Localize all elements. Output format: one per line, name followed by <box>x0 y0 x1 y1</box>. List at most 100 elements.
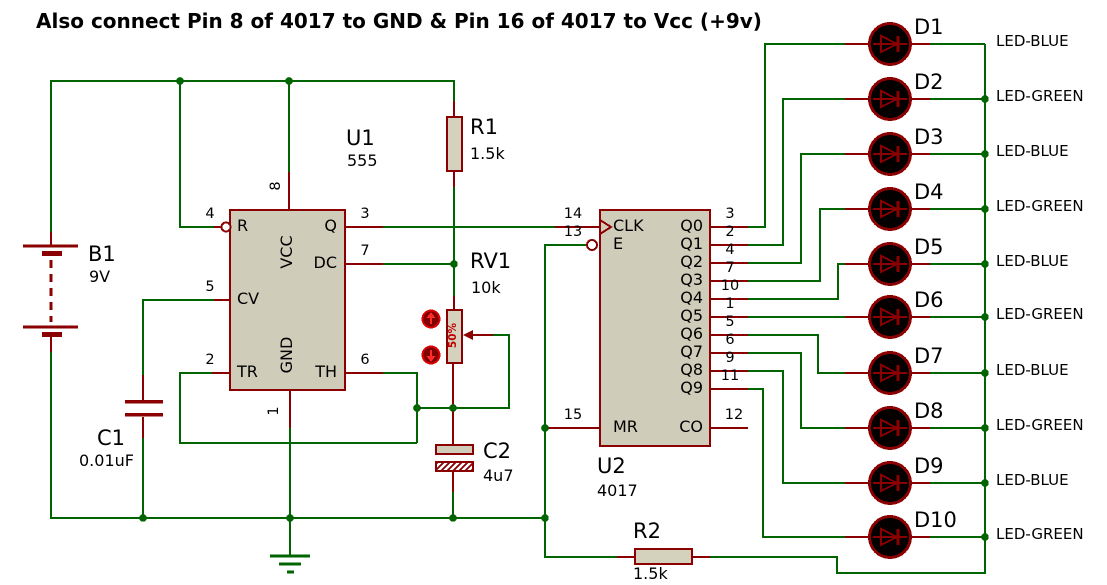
u2-pin-name-q1: Q1 <box>680 234 703 253</box>
u2-pin-number-q2: 4 <box>725 242 735 258</box>
ic-u1-body <box>228 208 347 392</box>
component-value-r2: 1.5k <box>633 564 668 583</box>
u1-pin-number-3: 3 <box>360 206 370 222</box>
u2-pin-name-mr: MR <box>613 417 638 436</box>
led-ref-d1: D1 <box>914 15 944 39</box>
component-value-rv1: 10k <box>471 278 501 297</box>
u2-pin-name-co: CO <box>679 417 703 436</box>
led-type-label-d9: LED-BLUE <box>996 471 1069 489</box>
u1-pin-name-r: R <box>237 216 249 235</box>
led-ref-d7: D7 <box>914 344 944 368</box>
u2-pin-number-q5: 1 <box>725 296 735 312</box>
led-d6-icon <box>868 295 912 339</box>
u1-pin-name-cv: CV <box>237 289 260 308</box>
pot-decrease-button[interactable] <box>421 345 441 365</box>
ground-icon <box>270 554 310 574</box>
led-d4-icon <box>868 187 912 231</box>
led-ref-d3: D3 <box>914 125 944 149</box>
pot-increase-button[interactable] <box>421 309 441 329</box>
u1-pin-number-7: 7 <box>360 243 370 259</box>
resistor-r2-body <box>634 548 693 565</box>
component-value-b1: 9V <box>89 267 111 286</box>
component-value-r1: 1.5k <box>470 144 505 163</box>
component-ref-r2: R2 <box>633 519 661 543</box>
u2-pin-name-clk: CLK <box>613 216 644 235</box>
u2-pin-number-q9: 11 <box>720 368 740 384</box>
u1-pin-name-vcc: VCC <box>277 235 296 269</box>
component-ref-b1: B1 <box>88 242 116 266</box>
u2-pin-number-15: 15 <box>563 407 583 423</box>
u2-pin-name-q8: Q8 <box>680 360 703 379</box>
u2-pin-number-q4: 10 <box>720 278 740 294</box>
u1-pin-name-gnd: GND <box>277 336 296 374</box>
resistor-r1-body <box>446 116 463 172</box>
u1-pin-number-2: 2 <box>205 352 215 368</box>
u2-pin-name-q7: Q7 <box>680 342 703 361</box>
led-ref-d4: D4 <box>914 180 944 204</box>
clock-pin-triangle <box>599 218 613 236</box>
component-ref-u1: U1 <box>346 126 375 150</box>
component-value-c2: 4u7 <box>483 466 514 485</box>
led-d5-icon <box>868 242 912 286</box>
u1-pin-number-6: 6 <box>360 352 370 368</box>
component-value-u2: 4017 <box>597 481 638 500</box>
wire-power-and-signal <box>49 44 987 575</box>
u1-pin-number-4: 4 <box>205 206 215 222</box>
u2-pin-number-14: 14 <box>563 206 583 222</box>
u2-pin-number-q1: 2 <box>725 224 735 240</box>
component-value-u1: 555 <box>347 151 378 170</box>
u1-pin-name-th: TH <box>315 362 337 381</box>
led-ref-d6: D6 <box>914 288 944 312</box>
component-ref-c1: C1 <box>97 426 126 450</box>
u2-pin-number-q0: 3 <box>725 206 735 222</box>
u1-pin-number-5: 5 <box>205 279 215 295</box>
u2-pin-name-q4: Q4 <box>680 288 703 307</box>
component-value-c1: 0.01uF <box>79 451 134 470</box>
led-type-label-d8: LED-GREEN <box>996 416 1084 434</box>
led-type-label-d2: LED-GREEN <box>996 87 1084 105</box>
led-type-label-d4: LED-GREEN <box>996 197 1084 215</box>
led-d3-icon <box>868 132 912 176</box>
u2-pin-name-e: E <box>613 234 624 253</box>
annotation-note: Also connect Pin 8 of 4017 to GND & Pin … <box>36 9 762 33</box>
u1-pin-number-8: 8 <box>268 181 284 191</box>
capacitor-c2-icon <box>435 444 474 472</box>
led-type-label-d3: LED-BLUE <box>996 142 1069 160</box>
led-array <box>710 22 989 559</box>
led-ref-d8: D8 <box>914 399 944 423</box>
led-d2-icon <box>868 77 912 121</box>
capacitor-c1-icon <box>125 400 163 417</box>
u2-pin-number-13: 13 <box>563 224 583 240</box>
u1-pin-number-1: 1 <box>266 406 282 416</box>
led-type-label-d5: LED-BLUE <box>996 252 1069 270</box>
enable-pin-bubble <box>586 239 598 251</box>
led-d9-icon <box>868 461 912 505</box>
u2-pin-name-q3: Q3 <box>680 270 703 289</box>
led-d10-icon <box>868 515 912 559</box>
led-ref-d2: D2 <box>914 70 944 94</box>
led-type-label-d7: LED-BLUE <box>996 361 1069 379</box>
u2-pin-name-q9: Q9 <box>680 378 703 397</box>
component-ref-r1: R1 <box>470 115 498 139</box>
u1-pin-name-q: Q <box>324 216 337 235</box>
u2-pin-name-q6: Q6 <box>680 324 703 343</box>
u2-pin-name-q0: Q0 <box>680 216 703 235</box>
battery-icon <box>23 244 78 337</box>
u2-pin-name-q5: Q5 <box>680 306 703 325</box>
led-d8-icon <box>868 406 912 450</box>
pot-setting-label: 50% <box>447 322 459 349</box>
led-type-label-d6: LED-GREEN <box>996 305 1084 323</box>
led-ref-d9: D9 <box>914 454 944 478</box>
u2-pin-number-q8: 9 <box>725 350 735 366</box>
led-type-label-d1: LED-BLUE <box>996 32 1069 50</box>
u1-pin-name-tr: TR <box>237 362 258 381</box>
u2-pin-number-q3: 7 <box>725 260 735 276</box>
led-d1-icon <box>868 22 912 66</box>
u2-pin-number-q6: 5 <box>725 314 735 330</box>
component-ref-u2: U2 <box>597 454 626 478</box>
component-ref-rv1: RV1 <box>470 249 512 273</box>
u2-pin-number-q7: 6 <box>725 332 735 348</box>
led-d7-icon <box>868 351 912 395</box>
led-ref-d5: D5 <box>914 235 944 259</box>
